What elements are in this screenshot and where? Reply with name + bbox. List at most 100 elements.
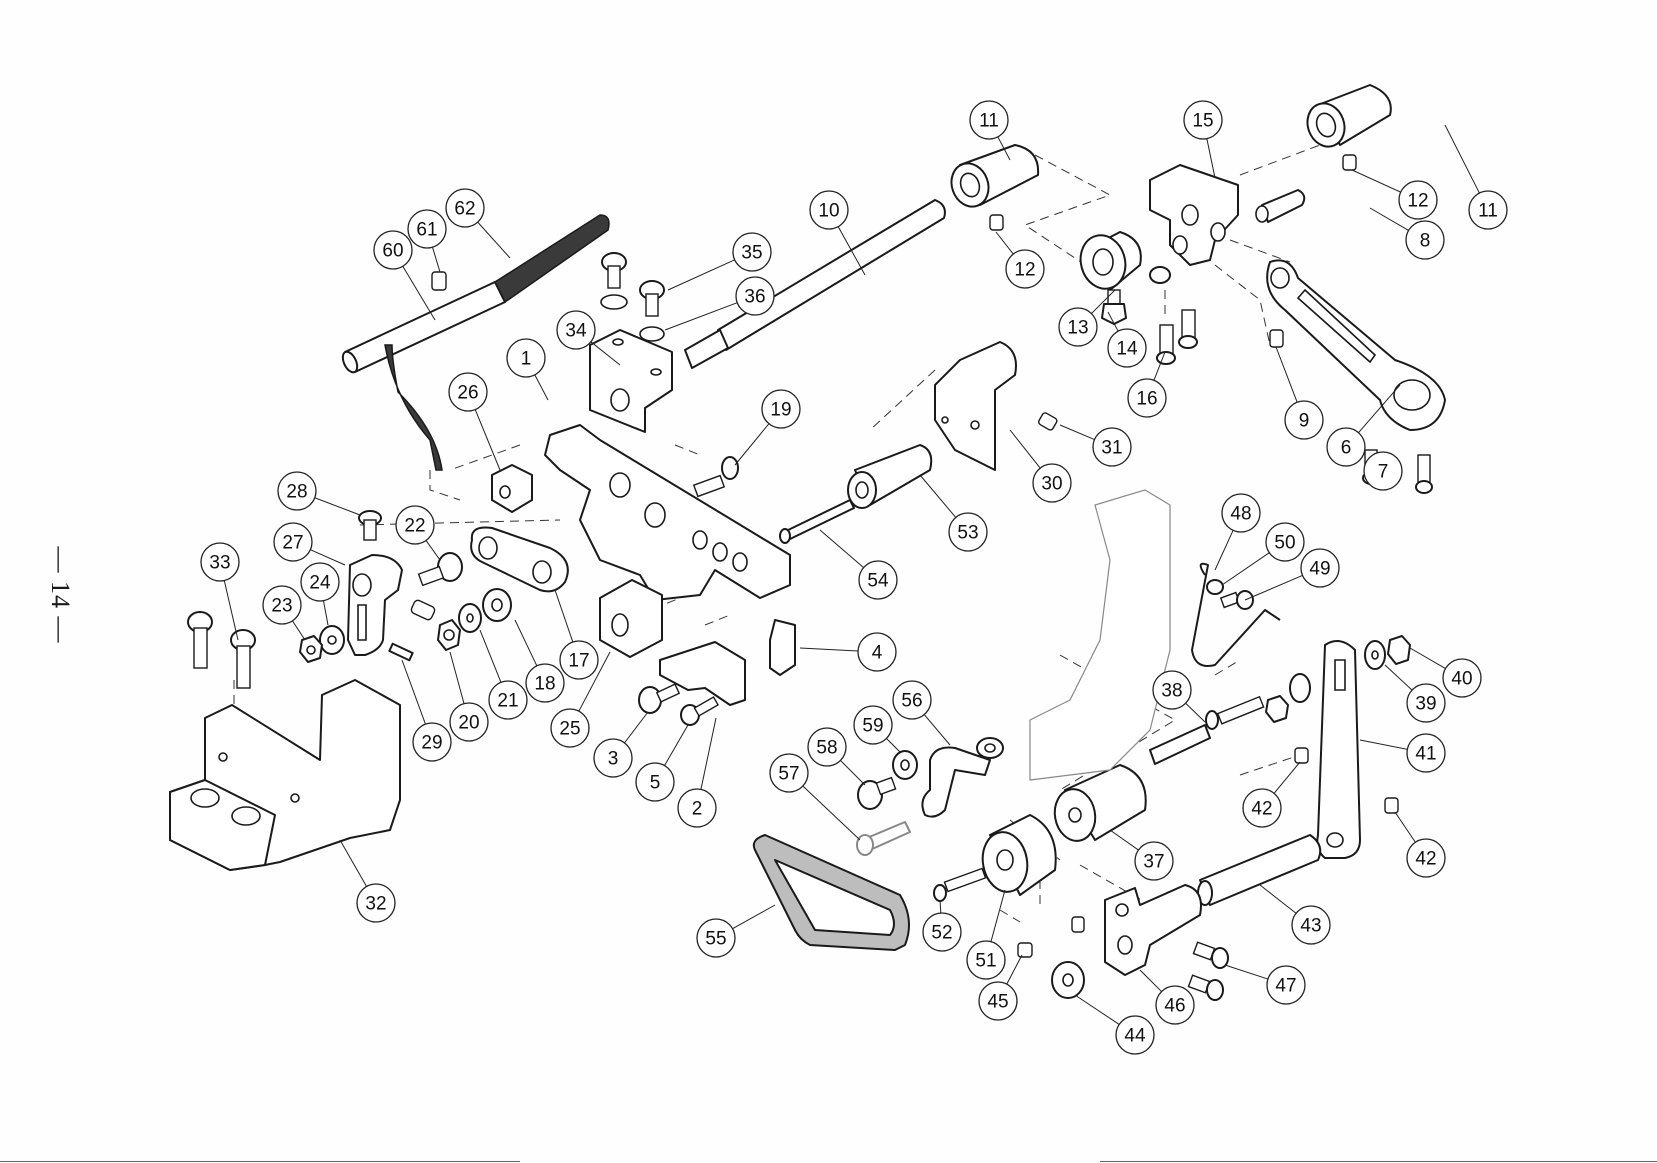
callout-43: 43 (1292, 906, 1330, 944)
screw-part-3 (639, 684, 679, 713)
callout-45: 45 (979, 982, 1017, 1020)
callout-52: 52 (923, 913, 961, 951)
leader-line-15 (1207, 139, 1215, 178)
callout-53: 53 (949, 513, 987, 551)
callout-50: 50 (1266, 523, 1304, 561)
callout-label: 40 (1451, 669, 1472, 690)
screw-part-33 (188, 612, 255, 688)
leader-line-42 (1274, 762, 1300, 793)
leader-line-46 (1140, 970, 1162, 992)
pin-part-8 (1256, 190, 1304, 222)
callout-label: 8 (1420, 231, 1431, 252)
callout-11: 11 (970, 101, 1008, 139)
callout-10: 10 (810, 191, 848, 229)
link-part-17 (471, 528, 568, 592)
callout-label: 10 (818, 201, 839, 222)
callout-label: 60 (382, 241, 403, 262)
callout-6: 6 (1327, 428, 1365, 466)
callout-36: 36 (736, 277, 774, 315)
leader-line-62 (478, 222, 510, 258)
callout-label: 17 (568, 651, 589, 672)
callout-24: 24 (301, 563, 339, 601)
callout-label: 50 (1274, 533, 1295, 554)
set-screw-part-31 (1038, 412, 1058, 431)
callout-42: 42 (1243, 789, 1281, 827)
callout-label: 19 (770, 400, 791, 421)
callout-label: 39 (1415, 694, 1436, 715)
lever-part-41 (1317, 641, 1360, 858)
callout-4: 4 (858, 633, 896, 671)
callout-label: 35 (741, 243, 762, 264)
leader-line-60 (403, 266, 435, 320)
callout-39: 39 (1407, 684, 1445, 722)
leader-line-53 (920, 475, 956, 517)
leader-line-49 (1245, 575, 1303, 600)
leader-line-61 (432, 247, 440, 272)
stud-part-19 (694, 457, 738, 496)
leader-line-40 (1410, 648, 1446, 669)
callout-label: 21 (497, 691, 518, 712)
callout-44: 44 (1116, 1016, 1154, 1054)
callout-label: 47 (1275, 976, 1296, 997)
frame-plate-outline (1030, 490, 1170, 780)
callout-label: 5 (650, 773, 661, 794)
callout-46: 46 (1156, 986, 1194, 1024)
callout-31: 31 (1093, 428, 1131, 466)
callout-label: 38 (1161, 681, 1182, 702)
callout-12: 12 (1399, 181, 1437, 219)
footer-rule-left (0, 1161, 520, 1162)
callout-label: 13 (1067, 318, 1088, 339)
clamp-part-27 (348, 555, 402, 655)
callout-34: 34 (557, 311, 595, 349)
callout-62: 62 (446, 189, 484, 227)
callout-5: 5 (636, 763, 674, 801)
square-block-part-25 (600, 580, 662, 657)
callout-9: 9 (1285, 401, 1323, 439)
callout-label: 15 (1192, 111, 1213, 132)
callout-22: 22 (396, 506, 434, 544)
callout-54: 54 (859, 561, 897, 599)
screw-part-47 (1188, 942, 1228, 1000)
callout-label: 56 (901, 691, 922, 712)
callout-8: 8 (1406, 221, 1444, 259)
screw-part-58 (858, 778, 896, 809)
leader-line-28 (315, 498, 360, 515)
leader-line-48 (1215, 530, 1233, 570)
callout-label: 31 (1101, 438, 1122, 459)
callout-19: 19 (762, 390, 800, 428)
stud-part-22 (419, 553, 462, 585)
leader-line-11 (1445, 125, 1479, 193)
callout-label: 32 (365, 894, 386, 915)
set-screw-part-9 (1270, 330, 1283, 347)
leader-line-19 (735, 424, 769, 465)
callout-label: 44 (1124, 1026, 1146, 1047)
callout-30: 30 (1033, 464, 1071, 502)
washer-part-24 (320, 626, 344, 654)
callout-label: 27 (282, 533, 303, 554)
callout-label: 9 (1299, 411, 1310, 432)
callout-label: 62 (454, 199, 475, 220)
callout-label: 33 (209, 553, 230, 574)
leader-line-47 (1225, 965, 1268, 979)
bushing-part-11-right (1302, 85, 1391, 152)
leader-line-45 (1007, 955, 1022, 984)
pin-part-54 (780, 500, 854, 543)
callout-48: 48 (1222, 494, 1260, 532)
callout-label: 16 (1136, 389, 1157, 410)
timing-belt-part-55 (754, 835, 909, 950)
leader-line-33 (224, 581, 238, 640)
leader-line-17 (555, 590, 573, 642)
callout-57: 57 (770, 754, 808, 792)
callout-13: 13 (1059, 308, 1097, 346)
callout-label: 46 (1164, 996, 1185, 1017)
splined-shaft-part-53 (848, 445, 931, 508)
gear-pulley-part-37 (1051, 765, 1146, 844)
callout-41: 41 (1407, 734, 1445, 772)
leader-line-56 (924, 715, 950, 745)
washer-part-59 (893, 751, 917, 779)
callout-label: 1 (521, 349, 532, 370)
leader-line-20 (450, 652, 464, 704)
callout-label: 2 (692, 799, 703, 820)
leader-line-3 (625, 712, 648, 743)
